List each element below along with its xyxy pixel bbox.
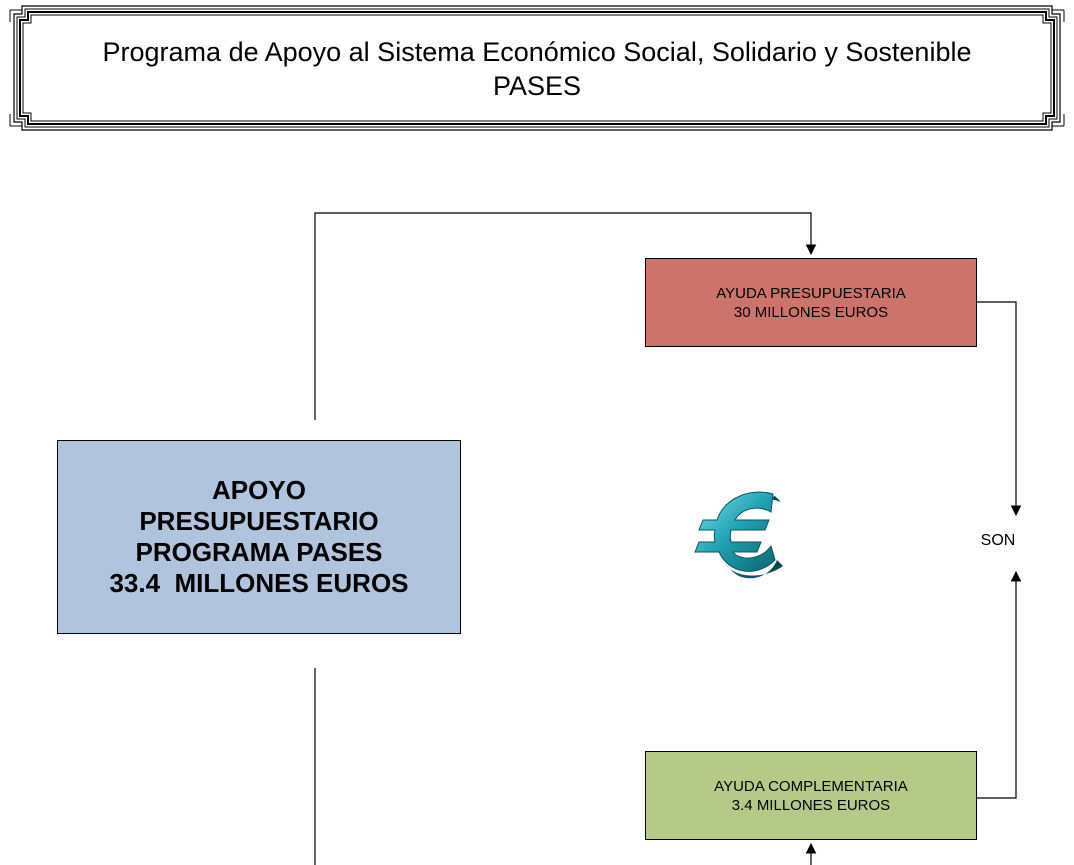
complementaria-line-2: 3.4 MILLONES EUROS <box>731 796 891 814</box>
son-label: SON <box>980 532 1016 549</box>
connector-main-to-presupuestaria <box>314 212 817 420</box>
title-frame <box>9 5 1065 131</box>
presupuestaria-line-2: 30 MILLONES EUROS <box>733 303 889 321</box>
title-line-1: Programa de Apoyo al Sistema Económico S… <box>102 37 972 67</box>
complementaria-line-1: AYUDA COMPLEMENTARIA <box>714 777 908 795</box>
box-ayuda-presupuestaria: AYUDA PRESUPUESTARIA 30 MILLONES EUROS <box>645 258 977 347</box>
page-title: Programa de Apoyo al Sistema Económico S… <box>18 15 1056 123</box>
euro-icon <box>694 491 783 579</box>
main-box-line-1: APOYO <box>212 475 306 505</box>
connector-presupuestaria-to-son <box>977 301 1022 517</box>
main-box-apoyo-presupuestario: APOYO PRESUPUESTARIO PROGRAMA PASES 33.4… <box>57 440 461 634</box>
connector-complementaria-to-son <box>977 570 1022 799</box>
main-box-line-2: PRESUPUESTARIO <box>139 506 379 536</box>
main-box-line-4: 33.4 MILLONES EUROS <box>109 568 409 598</box>
presupuestaria-line-1: AYUDA PRESUPUESTARIA <box>716 284 906 302</box>
main-box-line-3: PROGRAMA PASES <box>135 537 383 567</box>
title-line-2: PASES <box>492 71 582 101</box>
box-ayuda-complementaria: AYUDA COMPLEMENTARIA 3.4 MILLONES EUROS <box>645 751 977 840</box>
